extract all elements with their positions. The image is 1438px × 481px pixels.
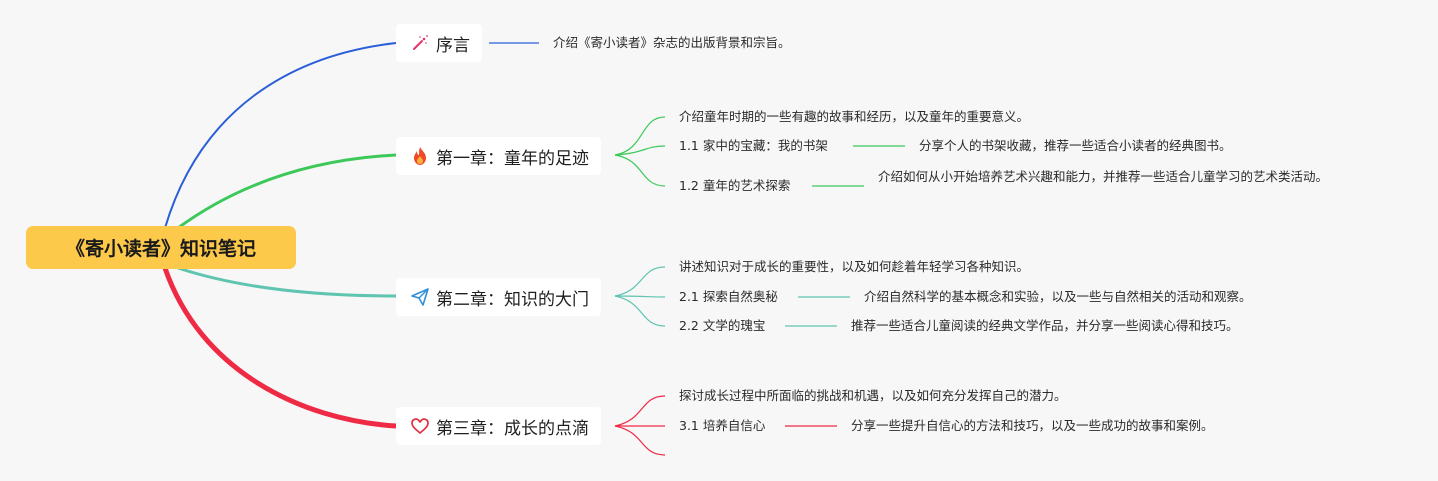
connector-root-preface [164, 42, 397, 229]
connector-ch1-s2 [614, 154, 666, 187]
topic-ch2[interactable]: 第二章：知识的大门 [396, 278, 601, 316]
connector-ch3-intro [614, 395, 666, 427]
ch2-section-2-detail[interactable]: 推荐一些适合儿童阅读的经典文学作品，并分享一些阅读心得和技巧。 [851, 318, 1239, 333]
connector-ch1-intro [614, 116, 666, 156]
ch2-section-1[interactable]: 2.1 探索自然奥秘 [679, 289, 778, 304]
ch2-intro[interactable]: 讲述知识对于成长的重要性，以及如何趁着年轻学习各种知识。 [679, 259, 1030, 274]
topic-preface[interactable]: 序言 [396, 24, 482, 62]
connector-root-ch3 [162, 267, 397, 429]
connector-ch2-intro [614, 266, 666, 297]
ch1-intro[interactable]: 介绍童年时期的一些有趣的故事和经历，以及童年的重要意义。 [679, 109, 1030, 124]
heart-icon [410, 416, 430, 436]
topic-ch3-label: 第三章：成长的点滴 [436, 418, 589, 439]
ch2-section-2[interactable]: 2.2 文学的瑰宝 [679, 318, 766, 333]
magic-wand-icon [410, 33, 430, 53]
connector-root-ch2 [177, 266, 397, 298]
connector-group-ch3 [614, 395, 837, 456]
ch1-section-2[interactable]: 1.2 童年的艺术探索 [679, 178, 791, 193]
topic-ch1[interactable]: 第一章：童年的足迹 [396, 137, 601, 175]
connector-ch3-tail [614, 425, 666, 456]
ch1-section-1[interactable]: 1.1 家中的宝藏：我的书架 [679, 138, 828, 153]
preface-summary[interactable]: 介绍《寄小读者》杂志的出版背景和宗旨。 [553, 35, 791, 50]
root-topic[interactable]: 《寄小读者》知识笔记 [26, 226, 296, 269]
topic-preface-label: 序言 [436, 35, 470, 56]
fire-icon [410, 146, 430, 166]
connector-ch2-s2 [614, 295, 666, 327]
ch1-section-1-detail[interactable]: 分享个人的书架收藏，推荐一些适合小读者的经典图书。 [919, 138, 1232, 153]
topic-ch1-label: 第一章：童年的足迹 [436, 148, 589, 169]
connector-group-ch2 [614, 266, 850, 327]
connector-group-ch1 [614, 116, 905, 187]
connector-ch2-s1 [614, 295, 666, 298]
ch3-section-1-detail[interactable]: 分享一些提升自信心的方法和技巧，以及一些成功的故事和案例。 [851, 418, 1214, 433]
ch3-intro[interactable]: 探讨成长过程中所面临的挑战和机遇，以及如何充分发挥自己的潜力。 [679, 388, 1067, 403]
topic-ch3[interactable]: 第三章：成长的点滴 [396, 407, 601, 445]
paper-plane-icon [410, 287, 430, 307]
ch2-section-1-detail[interactable]: 介绍自然科学的基本概念和实验，以及一些与自然相关的活动和观察。 [864, 289, 1252, 304]
ch1-section-2-detail[interactable]: 介绍如何从小开始培养艺术兴趣和能力，并推荐一些适合儿童学习的艺术类活动。 [878, 169, 1329, 184]
topic-ch2-label: 第二章：知识的大门 [436, 289, 589, 310]
connector-ch1-s1 [614, 145, 666, 156]
ch3-section-1[interactable]: 3.1 培养自信心 [679, 418, 766, 433]
connector-root-ch1 [177, 153, 397, 230]
